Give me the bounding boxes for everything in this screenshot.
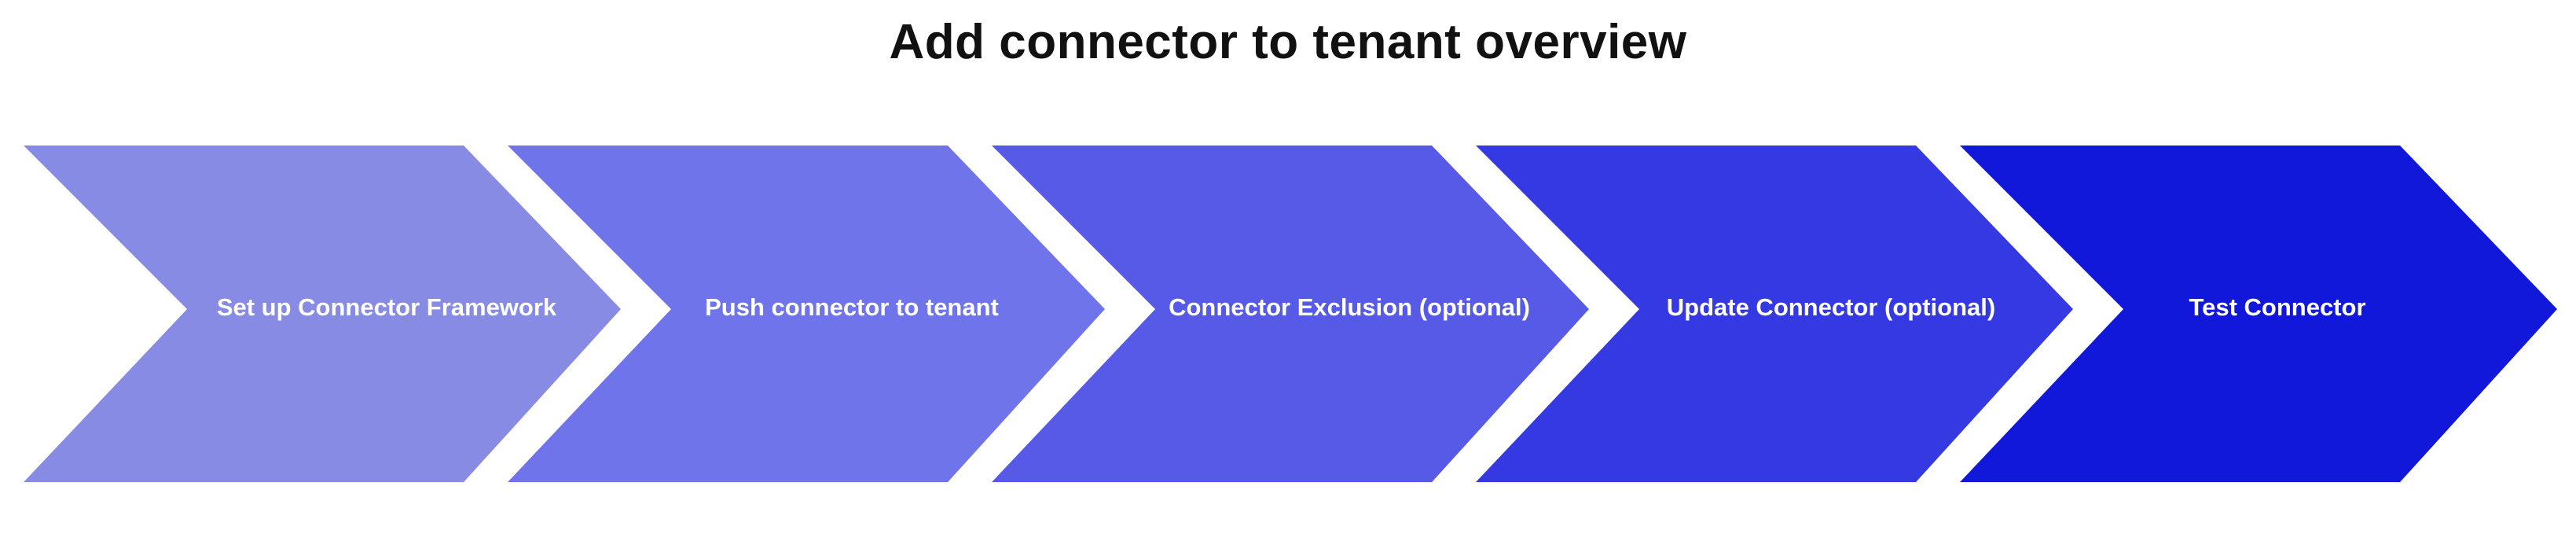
step-1-chevron: Set up Connector Framework — [24, 146, 621, 482]
step-1-label: Set up Connector Framework — [217, 293, 557, 321]
step-2-chevron: Push connector to tenant — [508, 146, 1105, 482]
step-3-chevron: Connector Exclusion (optional) — [992, 146, 1589, 482]
step-4-shape — [1476, 146, 2073, 482]
step-2-label: Push connector to tenant — [705, 293, 999, 321]
step-5-shape — [1960, 146, 2557, 482]
step-4-chevron: Update Connector (optional) — [1476, 146, 2073, 482]
step-5-chevron: Test Connector — [1960, 146, 2557, 482]
step-5-label: Test Connector — [2189, 293, 2365, 321]
step-4-label: Update Connector (optional) — [1667, 293, 1995, 321]
diagram-title: Add connector to tenant overview — [889, 15, 1687, 69]
step-2-shape — [508, 146, 1105, 482]
step-3-shape — [992, 146, 1589, 482]
step-1-shape — [24, 146, 621, 482]
step-3-label: Connector Exclusion (optional) — [1169, 293, 1530, 321]
